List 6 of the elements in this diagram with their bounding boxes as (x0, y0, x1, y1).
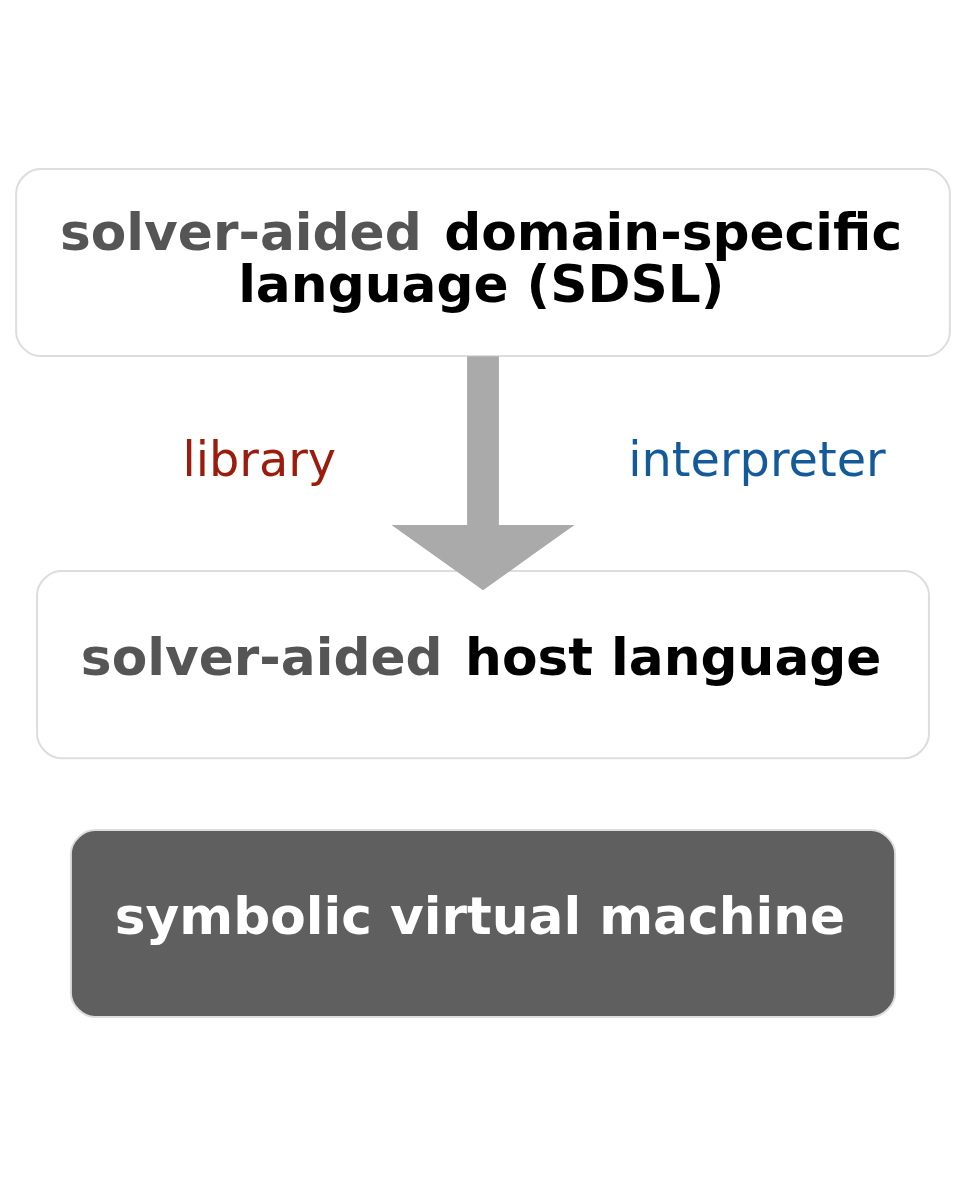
node-box: symbolic virtual machine (69, 828, 897, 1019)
label: interpreter (628, 431, 886, 487)
arrow (391, 356, 575, 591)
label: library (182, 431, 337, 487)
node-box: solver-aided domain-specific language (SDSL) (15, 167, 951, 358)
node-box: solver-aided host language (36, 570, 930, 760)
